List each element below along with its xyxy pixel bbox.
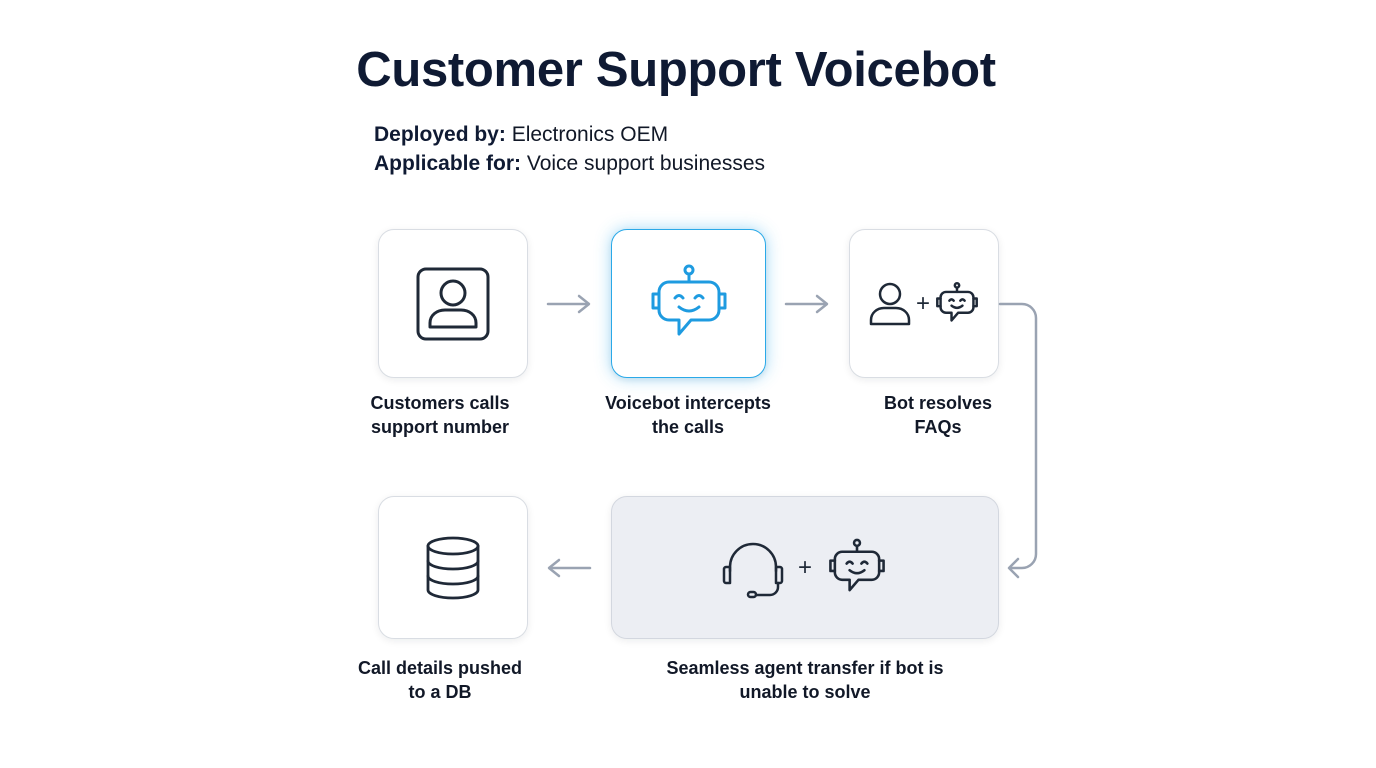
person-icon xyxy=(869,282,911,325)
robot-chat-icon xyxy=(936,281,978,322)
robot-chat-icon xyxy=(651,264,726,335)
caption-line: the calls xyxy=(651,417,725,437)
step-card-bot-resolves: + xyxy=(849,229,999,378)
robot-chat-icon xyxy=(829,538,885,591)
deployed-by-value: Electronics OEM xyxy=(505,123,669,146)
page-title: Customer Support Voicebot xyxy=(356,43,996,97)
arrow-down-loop-icon xyxy=(998,302,1038,579)
caption-line: Bot resolves xyxy=(883,393,993,413)
headset-plus-robot-group: + xyxy=(722,536,888,600)
applicable-for-value: Voice support businesses xyxy=(521,152,765,175)
deployed-by-row: Deployed by: Electronics OEM xyxy=(374,120,765,149)
arrow-right-icon xyxy=(546,294,591,314)
step-card-agent-transfer: + xyxy=(611,496,999,639)
step-caption-voicebot: Voicebot intercepts the calls xyxy=(583,391,793,439)
person-plus-robot-group: + xyxy=(868,280,980,328)
caption-line: unable to solve xyxy=(739,682,871,702)
step-card-voicebot xyxy=(611,229,766,378)
step-card-database xyxy=(378,496,528,639)
applicable-for-label: Applicable for: xyxy=(374,152,522,175)
step-caption-agent-transfer: Seamless agent transfer if bot is unable… xyxy=(625,656,985,704)
step-caption-customer-call: Customers calls support number xyxy=(350,391,530,439)
caption-line: Call details pushed xyxy=(357,658,523,678)
user-profile-icon xyxy=(416,267,490,340)
plus-sign: + xyxy=(915,289,930,317)
headset-icon xyxy=(722,542,784,598)
arrow-right-icon xyxy=(784,294,829,314)
step-caption-bot-resolves: Bot resolves FAQs xyxy=(848,391,1028,439)
database-icon xyxy=(426,536,480,599)
caption-line: FAQs xyxy=(914,417,962,437)
meta-info: Deployed by: Electronics OEM Applicable … xyxy=(374,120,765,178)
applicable-for-row: Applicable for: Voice support businesses xyxy=(374,149,765,178)
caption-line: Voicebot intercepts xyxy=(605,393,771,413)
step-card-customer-call xyxy=(378,229,528,378)
caption-line: Seamless agent transfer if bot is xyxy=(666,658,944,678)
caption-line: Customers calls xyxy=(370,393,510,413)
arrow-left-icon xyxy=(547,558,592,578)
caption-line: to a DB xyxy=(408,682,472,702)
caption-line: support number xyxy=(371,417,509,437)
deployed-by-label: Deployed by: xyxy=(374,123,506,146)
plus-sign: + xyxy=(797,553,812,581)
step-caption-database: Call details pushed to a DB xyxy=(345,656,535,704)
